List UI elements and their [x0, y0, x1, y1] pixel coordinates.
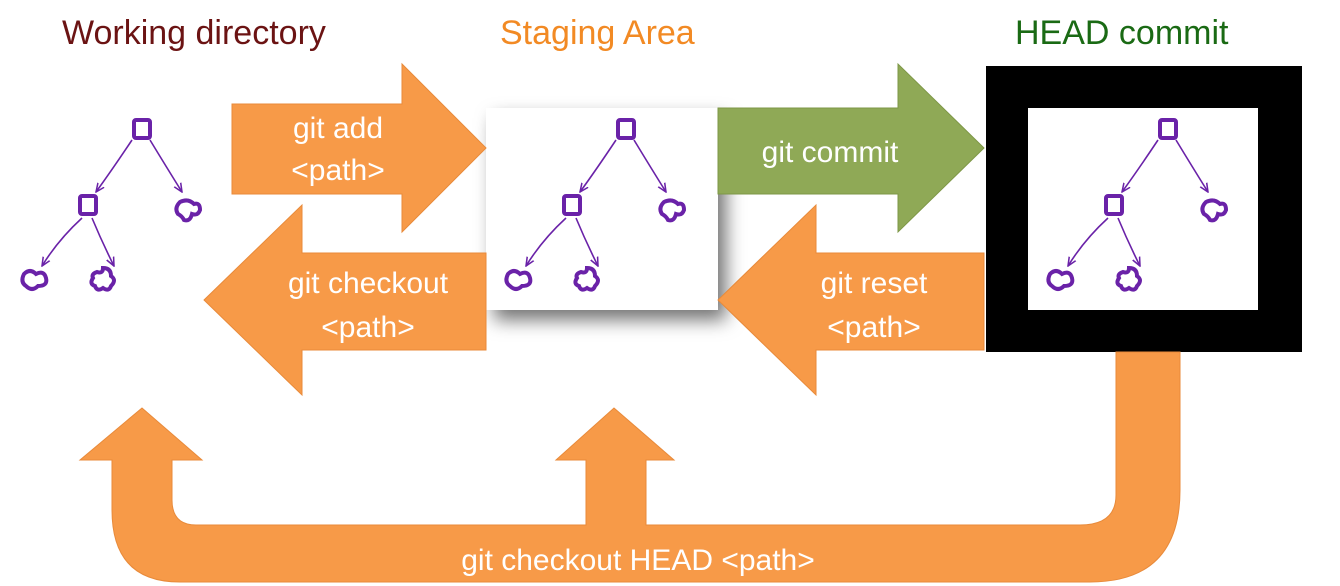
git-add-label-line1: git add	[293, 112, 383, 145]
git-add-arrow	[231, 62, 487, 234]
git-checkout-path-arrow	[203, 203, 487, 397]
git-checkout-head-arrow	[78, 351, 1181, 583]
git-reset-arrow	[717, 203, 985, 397]
git-commit-arrow	[717, 62, 985, 234]
git-commit-label: git commit	[762, 136, 899, 169]
working-directory-title: Working directory	[62, 14, 326, 52]
staging-area-card	[486, 108, 718, 310]
git-checkout-label-line2: <path>	[321, 311, 414, 344]
staging-area-title: Staging Area	[500, 14, 695, 52]
git-reset-label-line1: git reset	[821, 267, 928, 300]
head-commit-inner	[1028, 108, 1258, 310]
working-directory-tree	[22, 120, 200, 290]
git-checkout-label-line1: git checkout	[288, 267, 449, 300]
head-commit-title: HEAD commit	[1015, 14, 1229, 52]
git-checkout-head-label: git checkout HEAD <path>	[461, 544, 815, 577]
git-add-label-line2: <path>	[291, 154, 384, 187]
git-reset-label-line2: <path>	[827, 311, 920, 344]
